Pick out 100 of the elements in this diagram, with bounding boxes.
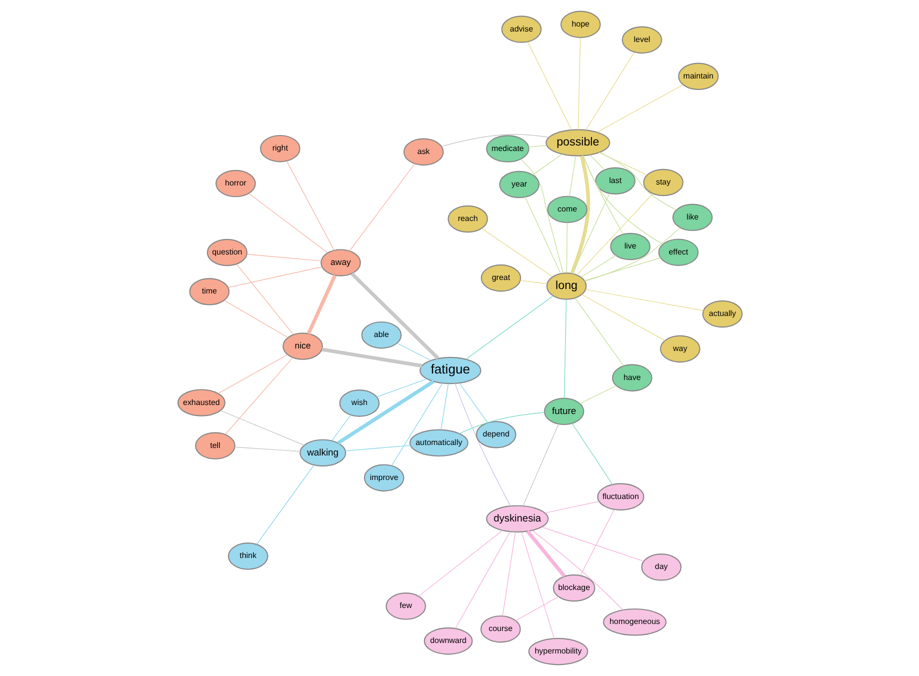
connector: [458, 382, 488, 423]
connector: [454, 531, 510, 629]
connector: [336, 380, 434, 445]
node-ellipse: wish: [338, 390, 380, 417]
node-ellipse: course: [480, 615, 520, 643]
connector: [236, 264, 294, 335]
node-ellipse: like: [672, 204, 712, 232]
connector: [568, 156, 576, 197]
connector: [224, 357, 293, 435]
connector: [580, 294, 665, 341]
connector: [256, 464, 314, 545]
node-ellipse: last: [594, 167, 635, 194]
node-ellipse: able: [360, 321, 402, 349]
connector: [502, 532, 516, 616]
connector: [582, 155, 663, 244]
connector: [598, 152, 676, 210]
node-ellipse: downward: [423, 627, 472, 655]
connector: [579, 385, 616, 404]
node-ellipse: right: [259, 134, 300, 162]
connector: [582, 156, 623, 234]
connector: [576, 193, 653, 276]
node-ellipse: way: [659, 335, 700, 363]
connector: [514, 596, 558, 622]
node-ellipse: dyskinesia: [486, 505, 548, 532]
node-ellipse: question: [206, 238, 247, 266]
connector: [246, 254, 322, 262]
node-ellipse: improve: [363, 464, 404, 492]
node-ellipse: horror: [215, 170, 256, 198]
connector: [584, 228, 680, 282]
connector: [465, 295, 554, 360]
node-ellipse: away: [320, 249, 360, 276]
connector: [580, 255, 616, 278]
connector: [532, 154, 562, 176]
node-ellipse: exhausted: [176, 389, 225, 416]
node-ellipse: stay: [642, 168, 683, 196]
connector: [227, 266, 322, 288]
connector: [572, 193, 610, 274]
connector: [598, 152, 647, 176]
node-ellipse: possible: [545, 129, 610, 156]
connector: [570, 156, 590, 274]
connector: [348, 163, 415, 252]
connector: [589, 154, 604, 170]
connector: [286, 160, 334, 251]
node-ellipse: homogeneous: [602, 608, 666, 636]
connector: [524, 196, 560, 274]
connector: [531, 530, 623, 610]
connector: [584, 289, 704, 311]
node-ellipse: live: [610, 232, 650, 260]
node-ellipse: hypermobility: [528, 638, 588, 666]
connector: [526, 41, 572, 130]
connector: [566, 222, 568, 274]
connector: [520, 280, 548, 284]
connector: [528, 145, 547, 148]
connector: [574, 298, 624, 366]
connector: [321, 348, 422, 368]
node-ellipse: walking: [299, 439, 346, 466]
connector: [220, 410, 304, 446]
connector: [522, 424, 558, 506]
connector: [344, 444, 410, 452]
connector: [580, 509, 614, 576]
node-ellipse: depend: [475, 421, 516, 448]
node-ellipse: maintain: [678, 62, 718, 90]
connector: [454, 383, 510, 506]
node-ellipse: ask: [402, 138, 444, 166]
node-ellipse: come: [546, 196, 587, 224]
node-ellipse: tell: [194, 432, 235, 460]
connector: [306, 274, 336, 334]
node-ellipse: future: [543, 398, 584, 426]
node-ellipse: hope: [560, 10, 600, 38]
node-ellipse: time: [188, 278, 230, 306]
connector: [544, 501, 599, 514]
node-ellipse: year: [498, 170, 539, 198]
connector: [458, 412, 544, 434]
connector: [577, 37, 580, 130]
node-ellipse: nice: [282, 332, 322, 360]
node-ellipse: great: [480, 264, 521, 292]
connector: [350, 272, 439, 360]
node-ellipse: reach: [447, 205, 488, 233]
node-ellipse: actually: [702, 300, 742, 328]
connector: [585, 52, 634, 130]
connector: [248, 193, 328, 254]
node-ellipse: long: [546, 272, 586, 300]
node-ellipse: level: [621, 26, 662, 54]
connector: [480, 228, 552, 278]
node-ellipse: blockage: [552, 574, 595, 602]
node-ellipse: day: [640, 554, 682, 581]
node-ellipse: think: [227, 542, 268, 570]
connector: [390, 382, 442, 466]
connector: [440, 383, 448, 430]
connector: [376, 378, 427, 398]
node-ellipse: effect: [658, 238, 698, 266]
connector: [396, 342, 431, 361]
node-ellipse: fluctuation: [596, 483, 644, 510]
connector: [563, 298, 566, 399]
connector: [331, 414, 351, 441]
connector: [596, 84, 683, 133]
connector: [234, 446, 300, 452]
connector: [526, 530, 566, 578]
node-ellipse: few: [385, 592, 426, 620]
node-ellipse: medicate: [486, 135, 529, 162]
